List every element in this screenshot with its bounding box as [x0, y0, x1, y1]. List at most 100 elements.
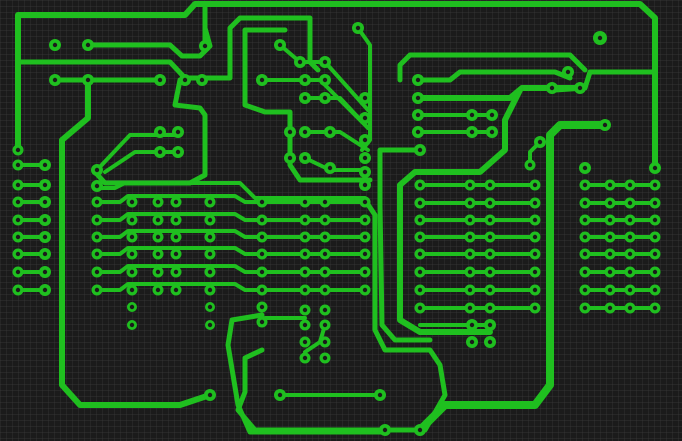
- copper-pad: [379, 424, 391, 436]
- copper-pad: [529, 197, 541, 209]
- copper-pad: [414, 179, 426, 191]
- copper-pad: [91, 180, 103, 192]
- copper-pad: [299, 214, 311, 226]
- copper-pad: [299, 336, 311, 348]
- copper-pad: [414, 302, 426, 314]
- copper-pad: [12, 284, 24, 296]
- copper-pad: [359, 166, 371, 178]
- copper-pad: [529, 179, 541, 191]
- copper-pad: [319, 266, 331, 278]
- copper-pad: [464, 284, 476, 296]
- copper-pad: [649, 231, 661, 243]
- copper-pad: [39, 266, 51, 278]
- copper-pad: [414, 424, 426, 436]
- copper-pad: [299, 231, 311, 243]
- copper-pad: [204, 389, 216, 401]
- copper-pad: [604, 266, 616, 278]
- copper-pad: [562, 66, 574, 78]
- copper-pad: [154, 146, 166, 158]
- copper-pad: [299, 152, 311, 164]
- copper-pad: [294, 56, 306, 68]
- copper-pad: [170, 266, 182, 278]
- copper-pad: [484, 214, 496, 226]
- copper-pad: [359, 179, 371, 191]
- copper-pad: [199, 40, 211, 52]
- copper-pad: [324, 162, 336, 174]
- copper-pad: [484, 231, 496, 243]
- copper-pad: [579, 231, 591, 243]
- copper-pad: [414, 231, 426, 243]
- copper-pad: [299, 304, 311, 316]
- copper-pad: [414, 214, 426, 226]
- copper-pad: [359, 248, 371, 260]
- copper-trace: [278, 43, 370, 112]
- copper-pad: [579, 197, 591, 209]
- copper-pad: [299, 266, 311, 278]
- copper-pad: [319, 248, 331, 260]
- copper-pad: [126, 248, 138, 260]
- copper-trace: [235, 347, 423, 433]
- copper-pad: [152, 196, 164, 208]
- copper-pad: [574, 82, 586, 94]
- copper-pad: [126, 231, 138, 243]
- copper-pad: [484, 197, 496, 209]
- copper-pad: [324, 126, 336, 138]
- copper-pad: [319, 336, 331, 348]
- copper-pad: [484, 284, 496, 296]
- copper-pad: [579, 162, 591, 174]
- copper-pad: [319, 214, 331, 226]
- copper-pad: [91, 214, 103, 226]
- copper-pad: [466, 126, 478, 138]
- copper-pad: [256, 231, 268, 243]
- copper-pad: [484, 336, 496, 348]
- copper-pad: [170, 231, 182, 243]
- copper-pad: [12, 231, 24, 243]
- copper-pad: [412, 109, 424, 121]
- copper-pad: [204, 214, 216, 226]
- copper-pad: [170, 248, 182, 260]
- copper-pad: [154, 126, 166, 138]
- copper-pad: [205, 302, 215, 312]
- copper-pad: [484, 319, 496, 331]
- copper-pad: [464, 197, 476, 209]
- copper-pad: [256, 248, 268, 260]
- copper-pad: [579, 179, 591, 191]
- copper-pad: [359, 92, 371, 104]
- copper-pad: [170, 284, 182, 296]
- copper-pad: [359, 266, 371, 278]
- copper-pad: [39, 248, 51, 260]
- copper-pad: [599, 119, 611, 131]
- copper-pad: [649, 197, 661, 209]
- copper-pad: [82, 74, 94, 86]
- copper-pad: [593, 31, 607, 45]
- copper-pad: [204, 196, 216, 208]
- copper-pad: [529, 284, 541, 296]
- copper-pad: [649, 284, 661, 296]
- copper-pad: [204, 248, 216, 260]
- copper-pad: [604, 302, 616, 314]
- copper-trace: [397, 87, 523, 335]
- copper-pad: [464, 266, 476, 278]
- copper-pad: [604, 179, 616, 191]
- copper-pad: [484, 266, 496, 278]
- copper-pad: [484, 302, 496, 314]
- copper-trace: [59, 77, 213, 408]
- copper-pad: [172, 146, 184, 158]
- copper-pad: [256, 301, 268, 313]
- copper-trace: [303, 130, 370, 152]
- copper-pad: [284, 152, 296, 164]
- copper-pad: [12, 248, 24, 260]
- copper-pad: [152, 284, 164, 296]
- copper-pad: [49, 74, 61, 86]
- copper-pad: [464, 231, 476, 243]
- copper-pad: [649, 266, 661, 278]
- copper-pad: [152, 266, 164, 278]
- copper-pad: [274, 39, 286, 51]
- copper-pad: [604, 284, 616, 296]
- copper-pad: [319, 196, 331, 208]
- copper-pad: [12, 214, 24, 226]
- copper-pad: [126, 266, 138, 278]
- copper-pad: [12, 266, 24, 278]
- copper-pad: [299, 352, 311, 364]
- copper-pad: [529, 248, 541, 260]
